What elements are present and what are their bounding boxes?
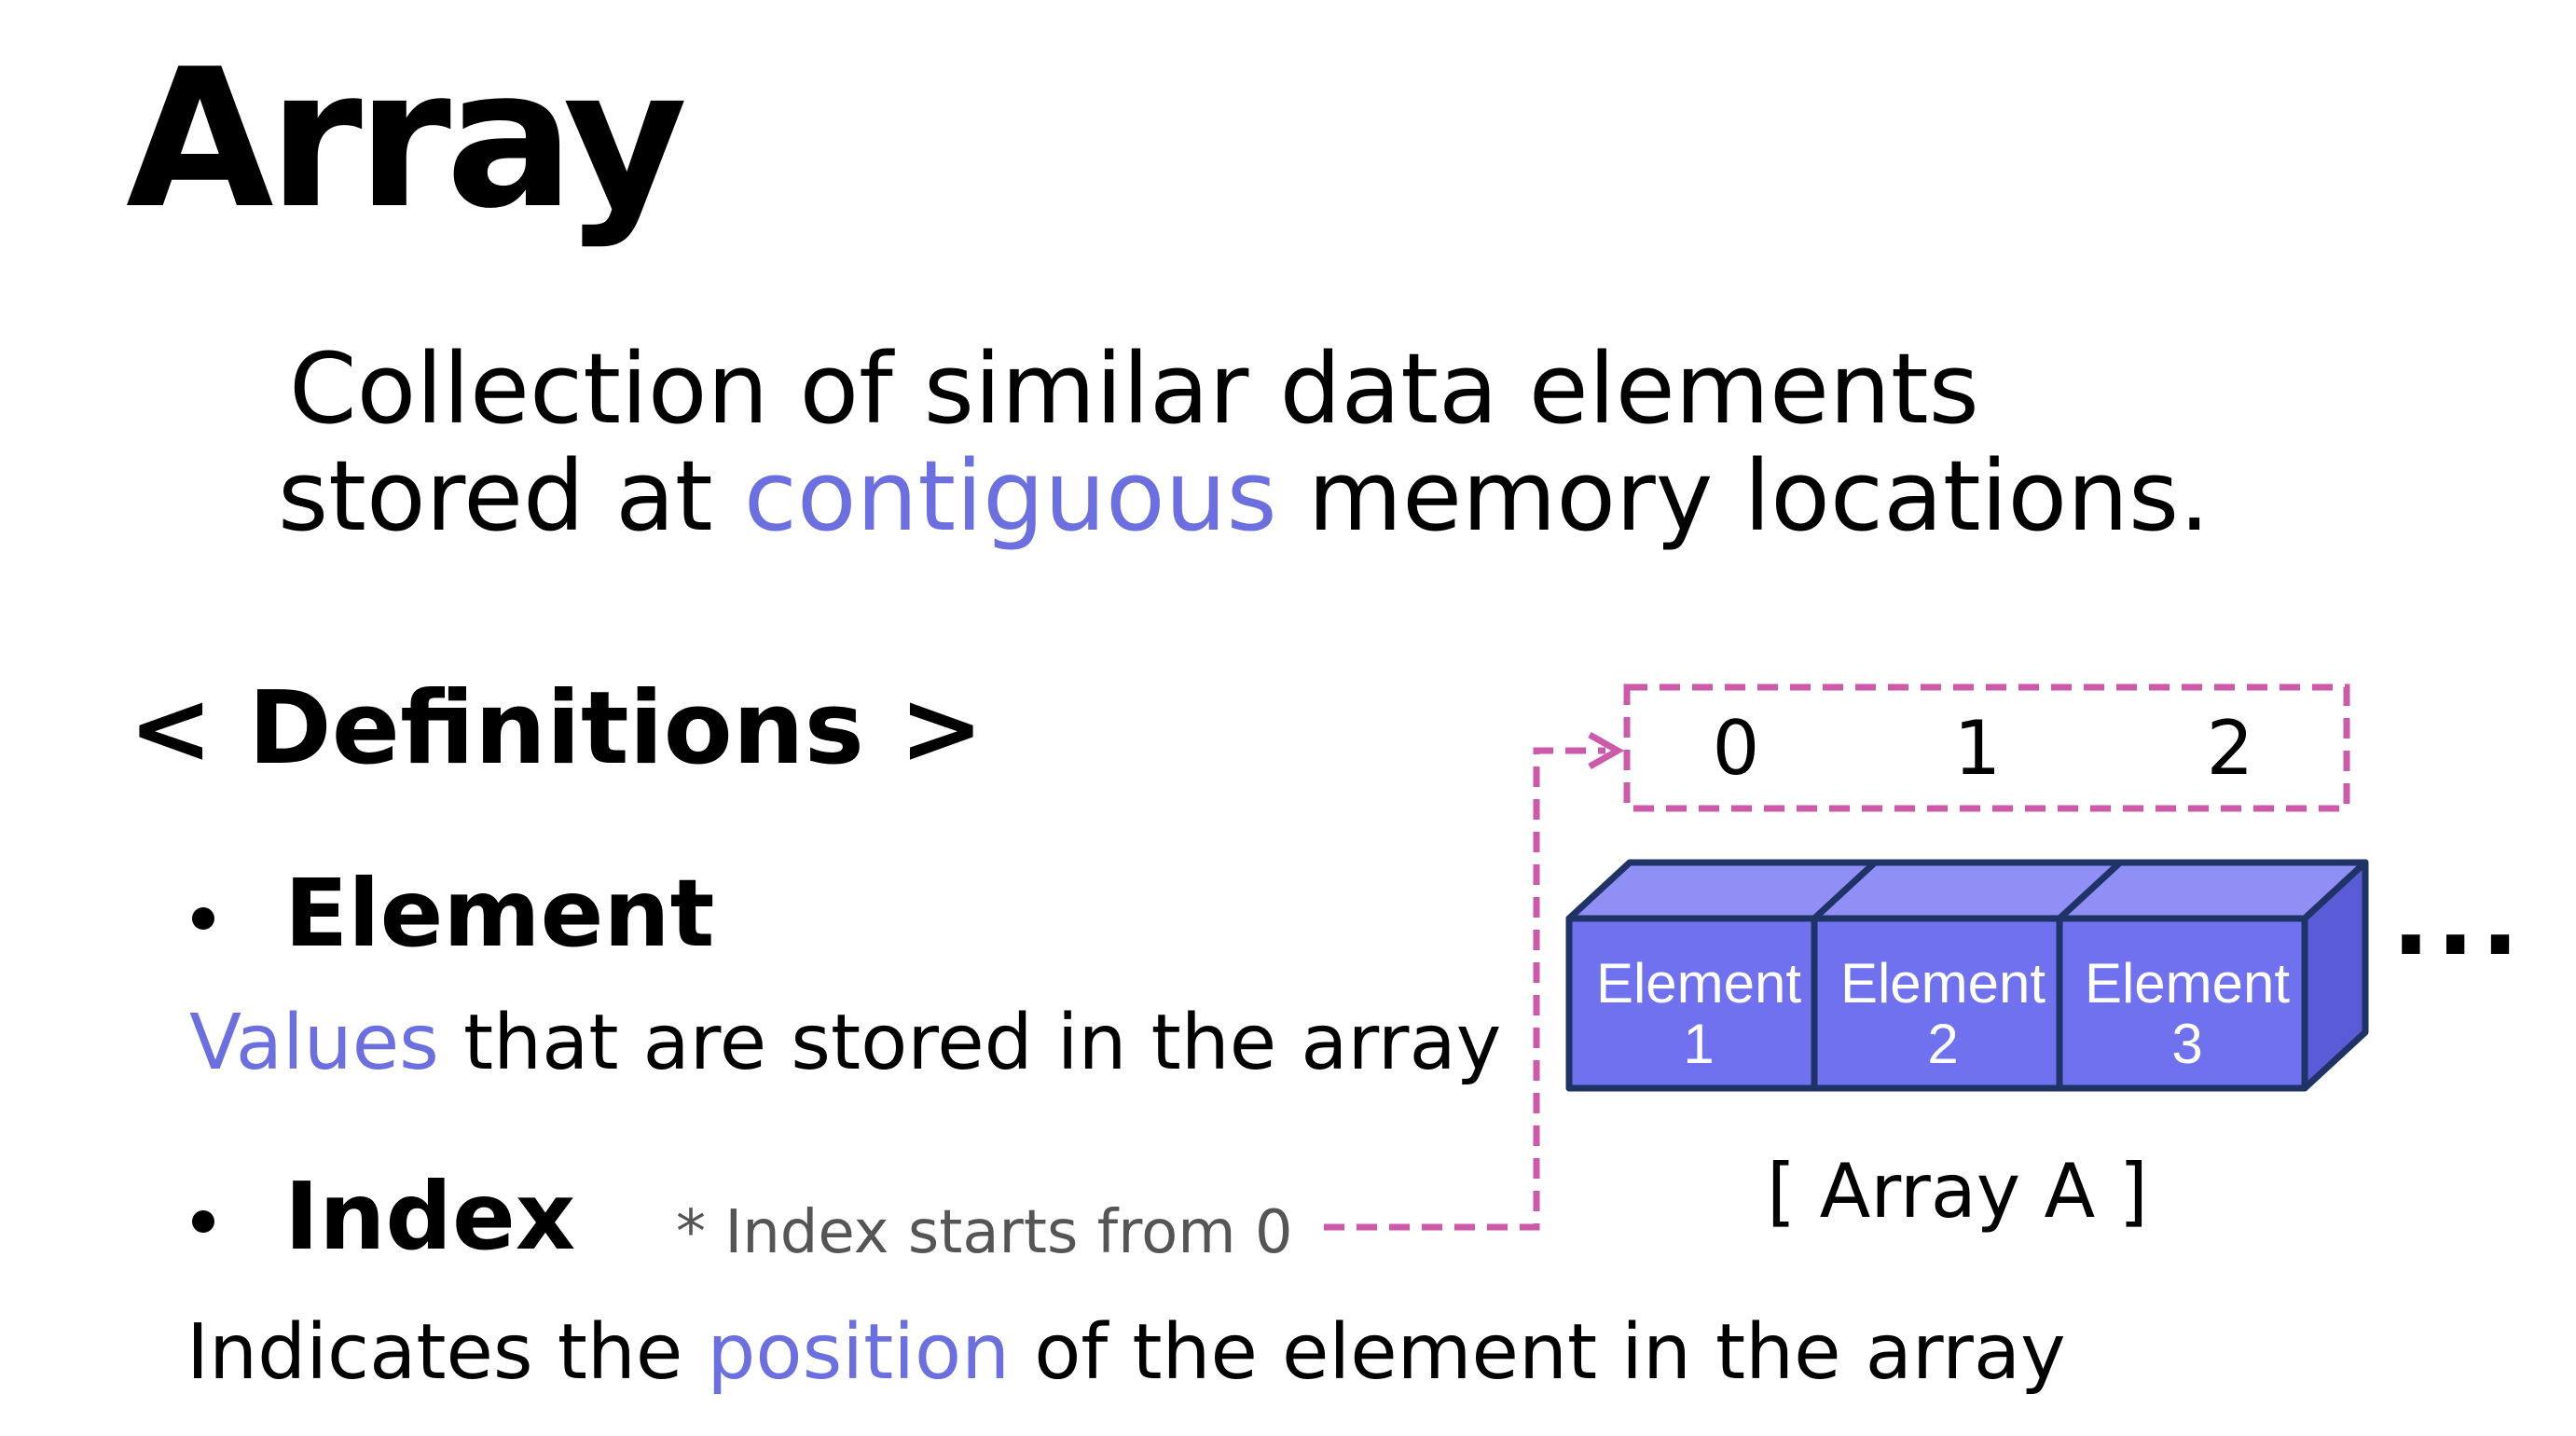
description-suffix: memory locations. [1276, 439, 2211, 553]
description-prefix: stored at [278, 439, 744, 553]
array-top-face [1565, 859, 2369, 922]
values-highlight: Values [189, 999, 439, 1087]
page-title: Array [126, 29, 688, 251]
index-term: Index [284, 1162, 576, 1271]
index-label-0: 0 [1713, 705, 1760, 792]
top-divider-1 [1811, 860, 1878, 921]
bullet-element [192, 907, 214, 930]
index-definition: Indicates the position of the element in… [186, 1315, 2066, 1391]
cell-2-number: 2 [1927, 1013, 1958, 1075]
description-line-1: Collection of similar data elements [289, 332, 1979, 446]
cell-3-number: 3 [2171, 1013, 2202, 1075]
cell-3-label: Element [2085, 952, 2290, 1015]
index-label-1: 1 [1954, 705, 2002, 792]
array-cell-1 [1565, 915, 1818, 1092]
index-definition-prefix: Indicates the [186, 1308, 708, 1397]
element-definition-rest: that are stored in the array [438, 999, 1502, 1087]
cell-2-label: Element [1840, 952, 2046, 1015]
cell-1-number: 1 [1683, 1013, 1714, 1075]
contiguous-highlight: contiguous [743, 439, 1277, 553]
arrow-head-icon [1588, 731, 1625, 770]
index-note: * Index starts from 0 [676, 1198, 1293, 1267]
element-definition: Values that are stored in the array [189, 1005, 1501, 1082]
cell-1-label: Element [1596, 952, 1801, 1015]
bullet-index [192, 1210, 214, 1233]
array-caption: [ Array A ] [1767, 1148, 2148, 1235]
array-cell-2 [1811, 915, 2063, 1092]
top-divider-2 [2057, 860, 2123, 921]
index-box [1623, 683, 2350, 812]
array-cell-3 [2056, 915, 2308, 1092]
index-label-2: 2 [2207, 705, 2254, 792]
index-connector [1324, 747, 1605, 1231]
array-continuation-ellipsis: ... [2391, 859, 2526, 978]
description-line-2: stored at contiguous memory locations. [278, 448, 2210, 545]
index-definition-suffix: of the element in the array [1010, 1308, 2066, 1397]
definitions-heading: < Definitions > [129, 670, 985, 787]
position-highlight: position [707, 1308, 1011, 1397]
element-term: Element [284, 859, 715, 968]
